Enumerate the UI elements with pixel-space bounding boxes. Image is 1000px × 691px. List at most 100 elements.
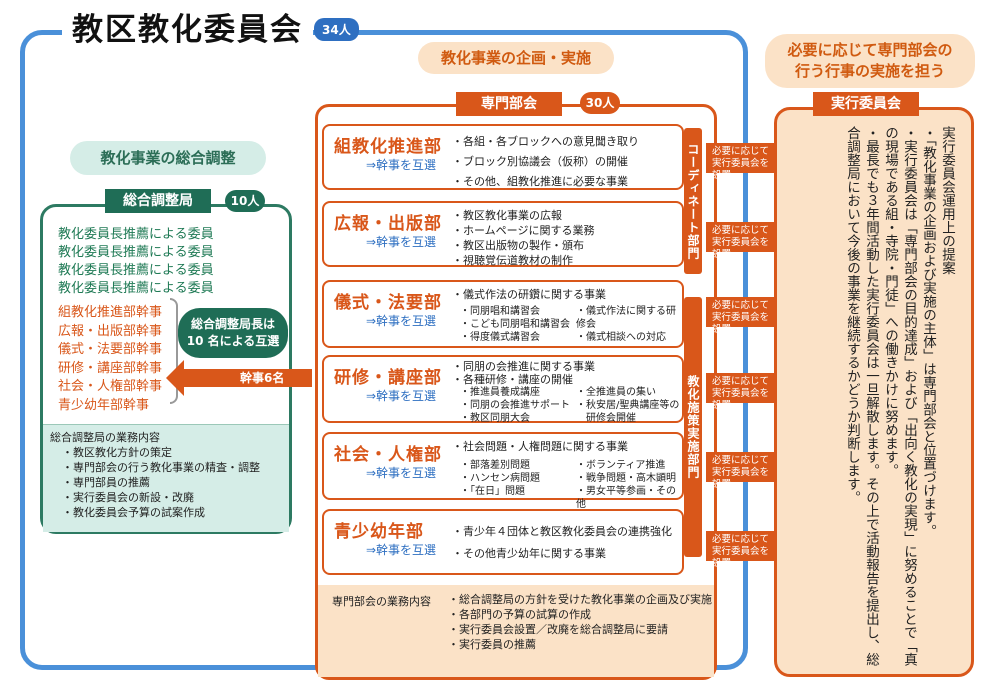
list-item: 研修会開催 [576,413,636,424]
coord-duties-title: 総合調整局の業務内容 [50,431,160,444]
list-item: ・ハンセン病問題 [460,473,540,484]
arrow-label: 実行委員会を設置 [712,237,770,260]
dept-box-koho: 広報・出版部 ⇒幹事を互選 ・教区教化事業の広報 ・ホームページに関する業務 ・… [322,201,684,267]
list-item: ・教区教化事業の広報 [452,209,562,222]
list-item: ・「在日」問題 [460,486,525,497]
member-count-badge: 34人 [314,18,359,41]
exec-role-pill: 必要に応じて専門部会の 行う行事の実施を担う [765,34,975,88]
list-item: ・得度儀式講習会 [460,332,540,343]
dept-name: 社会・人権部 [334,445,442,465]
implementation-section-bar: 教化施策実施部門 [684,297,702,557]
list-item: ・その他青少幼年に関する事業 [452,547,606,560]
arrow-label: 必要に応じて [712,225,770,236]
list-item: ・戦争問題・高木顕明 [576,473,676,484]
setup-arrow: 必要に応じて実行委員会を設置 [706,531,774,569]
list-item: ・ブロック別協議会（仮称）の開催 [452,155,628,168]
setup-arrow: 必要に応じて実行委員会を設置 [706,297,774,335]
list-item: ・儀式作法に関する研修会 [576,306,676,330]
arrow-label: 実行委員会を設置 [712,158,770,181]
arrow-label: 必要に応じて [712,534,770,545]
dept-name: 研修・講座部 [334,368,442,388]
list-item: 教化委員長推薦による委員 [58,263,214,278]
dept-items: ・青少年４団体と教区教化委員会の連携強化 ・その他青少幼年に関する事業 [452,521,672,565]
dept-subitems-right: ・ボランティア推進 ・戦争問題・高木顕明 ・男女平等参画・その他 [576,459,682,511]
coord-duties-list: ・教区教化方針の策定 ・専門部会の行う教化事業の精査・調整 ・専門部員の推薦 ・… [62,445,260,520]
exec-role-line: 必要に応じて専門部会の [787,41,953,59]
list-item: ・教区出版物の製作・頒布 [452,239,584,252]
setup-arrow: 必要に応じて実行委員会を設置 [706,452,774,490]
list-item: ・各部門の予算の試算の作成 [448,608,591,621]
list-item: ・各種研修・講座の開催 [452,373,573,386]
list-item: ・こども同朋唱和講習会 [460,319,570,330]
dept-panel-title: 専門部会 [456,92,562,116]
list-item: ・部落差別問題 [460,460,530,471]
dept-subitems-right: ・全推進員の集い ・秋安居/聖典講座等の 研修会開催 [576,386,679,425]
list-item: 青少幼年部幹事 [58,397,150,413]
selection-line: 総合調整局長は [190,317,275,331]
list-item: ・実行委員の推薦 [448,638,536,651]
list-item: ・教化委員会予算の試案作成 [62,506,205,519]
list-item: ・各組・各ブロックへの意見聞き取り [452,135,639,148]
dept-subitems-left: ・推進員養成講座 ・同朋の会推進サポート ・教区同朋大会 [460,386,570,425]
dept-sub: ⇒幹事を互選 [366,389,437,403]
arrow-label: 実行委員会を設置 [712,388,770,411]
list-item: 儀式・法要部幹事 [58,342,163,357]
dept-box-seishonen: 青少幼年部 ⇒幹事を互選 ・青少年４団体と教区教化委員会の連携強化 ・その他青少… [322,509,684,575]
exec-role-line: 行う行事の実施を担う [794,62,945,80]
list-item: ・同朋唱和講習会 [460,306,540,317]
arrow-label: 必要に応じて [712,300,770,311]
arrow-label: 必要に応じて [712,146,770,157]
dept-name: 広報・出版部 [334,214,442,234]
dept-duties-title: 専門部会の業務内容 [332,595,431,608]
dept-sub: ⇒幹事を互選 [366,314,437,328]
setup-arrow: 必要に応じて実行委員会を設置 [706,222,774,260]
list-item: ・ボランティア推進 [576,460,666,471]
dept-duties-box [318,585,714,677]
coord-bureau-count: 10人 [225,190,265,212]
exec-proposal-body: 実行委員会運用上の提案 ・「教化事業の企画および実施の主体」は専門部会と位置づけ… [844,126,955,666]
setup-arrow: 必要に応じて実行委員会を設置 [706,143,774,181]
list-item: ・視聴覚伝道教材の制作 [452,254,573,267]
dept-items: ・各組・各ブロックへの意見聞き取り ・ブロック別協議会（仮称）の開催 ・その他、… [452,132,639,192]
selection-line: 10 名による互選 [186,334,280,348]
list-item: 教化委員長推薦による委員 [58,245,214,260]
list-item: ・教区教化方針の策定 [62,446,172,459]
list-item: ・総合調整局の方針を受けた教化事業の企画及び実施 [448,593,712,606]
list-item: ・教区同朋大会 [460,413,530,424]
list-item: ・秋安居/聖典講座等の [576,400,680,411]
dept-name: 組教化推進部 [334,137,442,157]
dept-items: ・同朋の会推進に関する事業 ・各種研修・講座の開催 [452,360,595,386]
list-item: ・社会問題・人権問題に関する事業 [452,440,628,453]
list-item: ・実行委員会の新設・改廃 [62,491,194,504]
list-item: ・全推進員の集い [576,387,656,398]
dept-sub: ⇒幹事を互選 [366,235,437,249]
arrow-label: 実行委員会を設置 [712,312,770,335]
list-item: 教化委員長推薦による委員 [58,281,214,296]
page-title: 教区教化委員会 [62,4,313,49]
arrow-left-label: 幹事6名 [240,371,285,385]
list-item: 教化委員長推薦による委員 [58,227,214,242]
list-item: 組教化推進部幹事 [58,305,163,320]
arrow-left-icon [166,360,184,396]
dept-box-kenshu: 研修・講座部 ⇒幹事を互選 ・同朋の会推進に関する事業 ・各種研修・講座の開催 … [322,355,684,425]
dept-subitems-right: ・儀式作法に関する研修会 ・儀式相談への対応 [576,305,682,344]
list-item: ・専門部員の推薦 [62,476,150,489]
setup-arrow: 必要に応じて実行委員会を設置 [706,373,774,411]
dept-subitems-left: ・同朋唱和講習会 ・こども同朋唱和講習会 ・得度儀式講習会 [460,305,570,344]
dept-sub: ⇒幹事を互選 [366,466,437,480]
dept-name: 青少幼年部 [334,522,424,542]
arrow-label: 実行委員会を設置 [712,467,770,490]
exec-proposal-text: 実行委員会運用上の提案 ・「教化事業の企画および実施の主体」は専門部会と位置づけ… [796,126,956,666]
coord-member-list: 教化委員長推薦による委員 教化委員長推薦による委員 教化委員長推薦による委員 教… [58,226,214,415]
dept-sub: ⇒幹事を互選 [366,158,437,172]
dept-duties-list: ・総合調整局の方針を受けた教化事業の企画及び実施 ・各部門の予算の試算の作成 ・… [448,592,712,652]
dept-sub: ⇒幹事を互選 [366,543,437,557]
list-item: ・その他、組教化推進に必要な事業 [452,175,628,188]
exec-committee-title: 実行委員会 [813,92,919,116]
list-item: ・青少年４団体と教区教化委員会の連携強化 [452,525,672,538]
arrow-label: 必要に応じて [712,376,770,387]
dept-box-gishiki: 儀式・法要部 ⇒幹事を互選 ・儀式作法の研鑽に関する事業 ・同朋唱和講習会 ・こ… [322,280,684,348]
list-item: ・男女平等参画・その他 [576,486,676,510]
list-item: ・儀式相談への対応 [576,332,666,343]
dept-subitems-left: ・部落差別問題 ・ハンセン病問題 ・「在日」問題 [460,459,540,498]
